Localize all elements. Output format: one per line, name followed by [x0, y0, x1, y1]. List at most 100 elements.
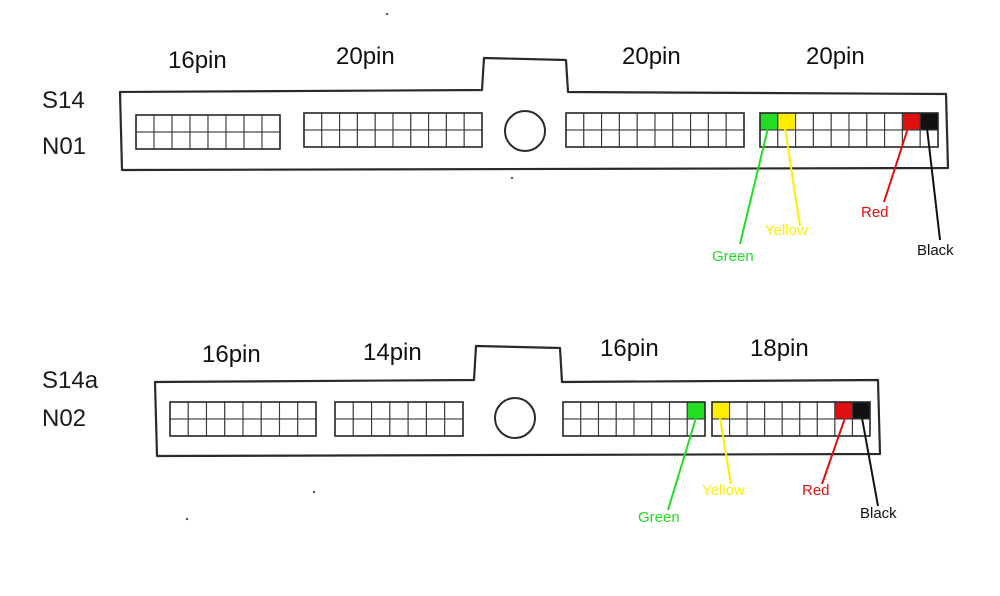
- pin-cell: [374, 129, 394, 148]
- pin-cell: [668, 418, 688, 437]
- center-bolt-hole: [494, 397, 536, 439]
- pin-cell: [601, 112, 620, 131]
- wire-line-red: [883, 127, 909, 203]
- wire-label-black: Black: [860, 505, 897, 522]
- pin-block: [711, 401, 871, 437]
- pin-cell: [187, 418, 208, 437]
- pin-cell: [321, 112, 341, 131]
- block-pin-label: 18pin: [750, 335, 809, 362]
- pin-cell: [374, 112, 394, 131]
- pin-cell: [654, 112, 674, 131]
- pin-block: [562, 401, 706, 437]
- pin-cell: [407, 401, 427, 420]
- pin-cell: [261, 114, 281, 133]
- wire-label-yellow: Yellow: [765, 222, 808, 239]
- block-pin-label: 16pin: [168, 47, 227, 74]
- pin-cell: [243, 114, 263, 133]
- pin-cell: [356, 129, 376, 148]
- pin-cell: [352, 418, 373, 437]
- block-pin-label: 20pin: [622, 43, 681, 70]
- pin-cell: [392, 112, 412, 131]
- pin-cell: [707, 129, 727, 148]
- pin-cell: [686, 418, 706, 437]
- pin-cell: [884, 112, 903, 131]
- pin-block: [135, 114, 281, 150]
- pin-cell: [187, 401, 208, 420]
- pin-cell: [153, 114, 173, 133]
- pin-cell: [764, 418, 783, 437]
- pin-cell: [243, 131, 263, 150]
- pin-cell: [848, 112, 868, 131]
- pin-cell: [866, 129, 886, 148]
- pin-block: [759, 112, 939, 148]
- pin-cell: [389, 418, 409, 437]
- pin-cell: [334, 401, 354, 420]
- wire-label-red: Red: [861, 204, 889, 221]
- pin-cell: [242, 401, 262, 420]
- pin-cell: [812, 129, 832, 148]
- pin-cell: [171, 114, 191, 133]
- pin-cell: [830, 129, 850, 148]
- wire-label-yellow: Yellow: [702, 482, 745, 499]
- pin-cell: [303, 112, 323, 131]
- pin-cell: [169, 418, 189, 437]
- pin-cell: [795, 112, 814, 131]
- pin-cell: [371, 418, 391, 437]
- wire-line-black: [926, 127, 941, 241]
- pin-cell: [225, 114, 245, 133]
- pin-cell: [463, 112, 483, 131]
- pin-cell: [425, 418, 446, 437]
- pin-cell: [668, 401, 688, 420]
- pin-block-frame: [334, 401, 464, 437]
- pin-cell: [812, 112, 832, 131]
- pin-cell: [389, 401, 409, 420]
- connector-s14-n01: S14 N01 16pin 20pin 20pin 20pin Green Ye…: [42, 43, 954, 265]
- wire-label-black: Black: [917, 242, 954, 259]
- scan-speck: [312, 490, 316, 494]
- pin-cell: [580, 401, 600, 420]
- pin-cell: [816, 418, 836, 437]
- connector-code-label: N02: [42, 405, 86, 432]
- pin-block: [303, 112, 483, 148]
- center-bolt-hole: [504, 110, 546, 152]
- pin-cell: [562, 418, 582, 437]
- pin-cell: [633, 418, 653, 437]
- wire-label-green: Green: [712, 248, 754, 265]
- pin-cell: [759, 129, 779, 148]
- pin-cell: [725, 112, 745, 131]
- pin-cell: [672, 129, 692, 148]
- pin-cell: [764, 401, 783, 420]
- pin-block-frame: [711, 401, 871, 437]
- pin-cell: [618, 129, 638, 148]
- pin-cell: [260, 401, 281, 420]
- pin-cell: [339, 112, 358, 131]
- connector-housing-outline: [153, 344, 882, 458]
- pin-cell: [407, 418, 427, 437]
- pin-cell: [672, 112, 692, 131]
- pin-cell: [445, 129, 465, 148]
- pin-cell: [597, 401, 617, 420]
- pin-cell: [153, 131, 173, 150]
- pin-cell: [597, 418, 617, 437]
- pin-block: [169, 401, 317, 437]
- pin-cell: [321, 129, 341, 148]
- pin-cell: [781, 418, 801, 437]
- wire-line-red: [821, 417, 846, 485]
- pin-block-frame: [562, 401, 706, 437]
- block-pin-label: 20pin: [806, 43, 865, 70]
- pin-cell: [425, 401, 446, 420]
- pin-cell: [636, 129, 656, 148]
- pin-cell: [135, 131, 155, 150]
- pin-block: [565, 112, 745, 148]
- pin-cell: [410, 112, 430, 131]
- pin-cell: [205, 401, 226, 420]
- wire-line-green: [667, 417, 697, 511]
- pin-cell: [278, 418, 299, 437]
- pin-cell: [207, 114, 227, 133]
- pin-cell: [583, 129, 603, 148]
- pin-cell: [615, 401, 635, 420]
- pin-cell-red: [901, 112, 921, 131]
- pin-cell: [297, 418, 317, 437]
- pin-block-frame: [135, 114, 281, 150]
- pin-cell: [729, 418, 748, 437]
